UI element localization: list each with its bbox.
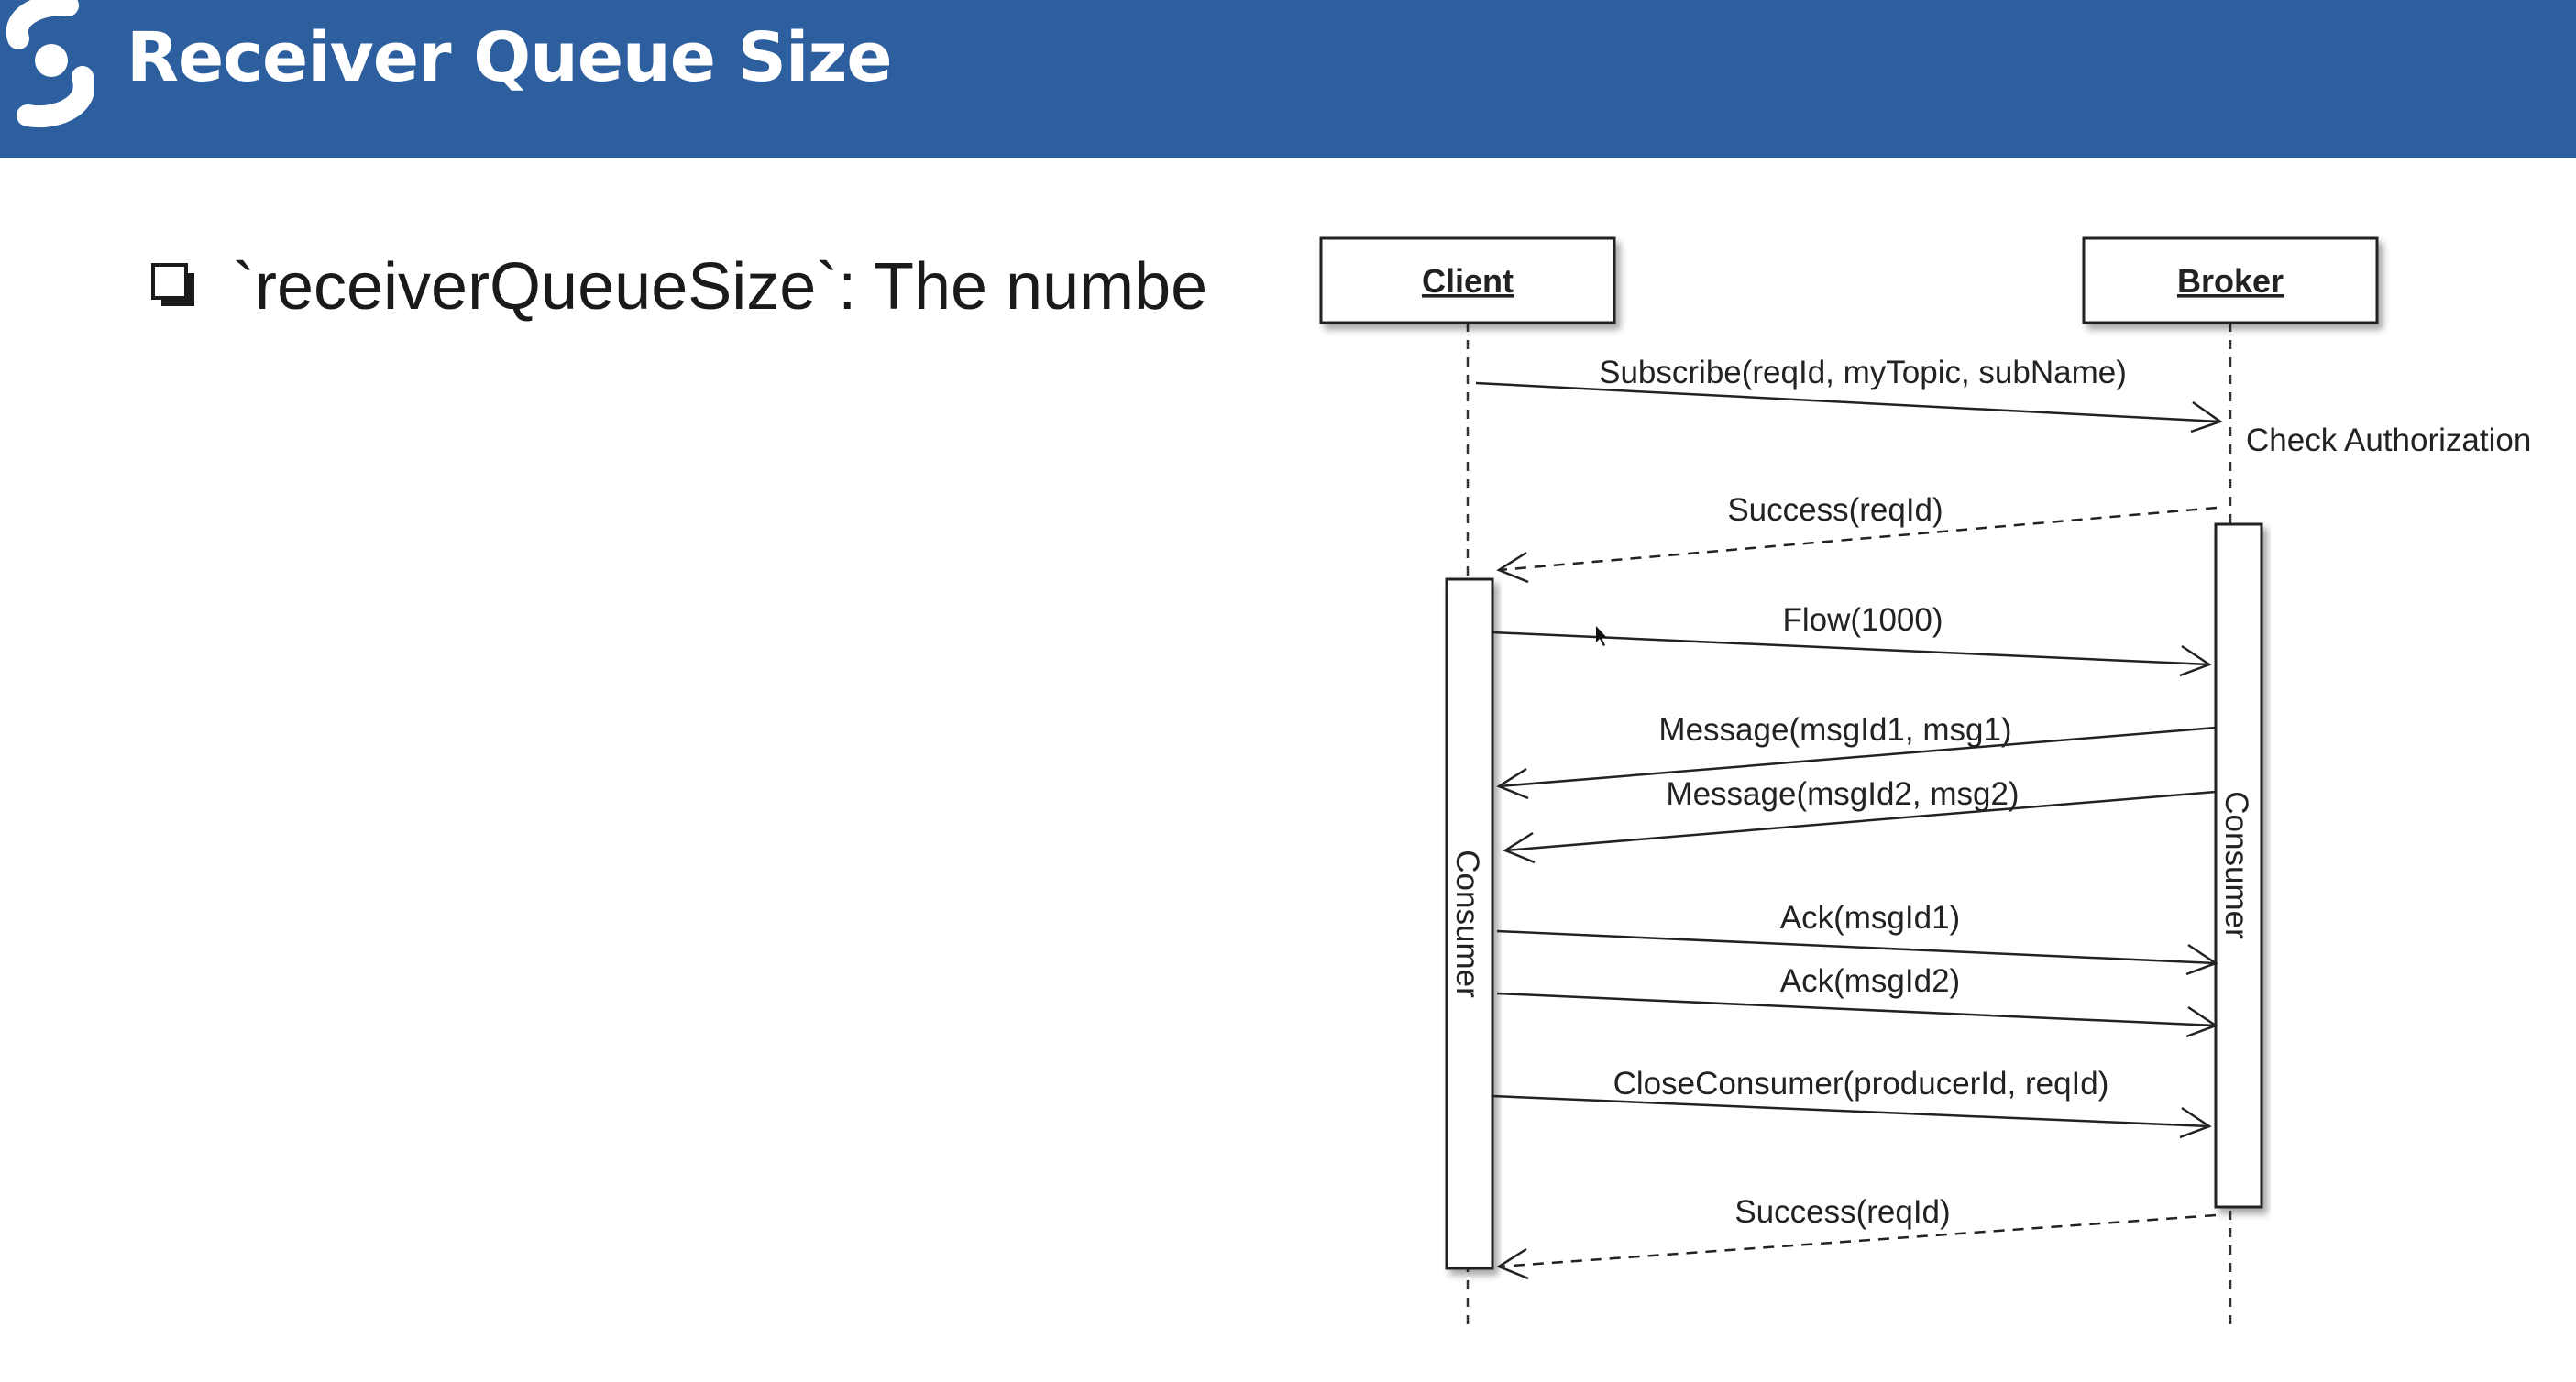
msg-ack-2: Ack(msgId2): [1496, 963, 2218, 1038]
client-activation-label: Consumer: [1449, 850, 1485, 998]
mouse-cursor-icon: [1596, 626, 1607, 646]
checkbox-outline-icon: [151, 263, 194, 306]
msg-message-1-label: Message(msgId1, msg1): [1658, 712, 2011, 748]
msg-close-consumer: CloseConsumer(producerId, reqId): [1492, 1066, 2212, 1139]
msg-success-1: Success(reqId): [1496, 492, 2218, 584]
msg-flow-label: Flow(1000): [1782, 602, 1943, 638]
client-activation: Consumer: [1445, 577, 1494, 1270]
msg-message-1: Message(msgId1, msg1): [1496, 712, 2217, 800]
msg-message-2-label: Message(msgId2, msg2): [1666, 776, 2019, 812]
msg-subscribe-label: Subscribe(reqId, myTopic, subName): [1599, 355, 2127, 390]
client-participant: Client: [1319, 236, 1616, 324]
msg-ack-1-label: Ack(msgId1): [1780, 900, 1960, 936]
msg-success-1-label: Success(reqId): [1727, 492, 1943, 528]
slide-header: Receiver Queue Size: [0, 0, 2576, 158]
msg-ack-1: Ack(msgId1): [1496, 900, 2218, 976]
msg-subscribe: Subscribe(reqId, myTopic, subName): [1475, 355, 2223, 433]
bullet-text: `receiverQueueSize`: The numbe: [233, 250, 1208, 324]
msg-flow: Flow(1000): [1492, 602, 2212, 677]
pulsar-s-logo-icon: [6, 0, 94, 128]
msg-ack-2-label: Ack(msgId2): [1780, 963, 1960, 999]
check-authorization-note: Check Authorization: [2246, 422, 2531, 458]
msg-message-2: Message(msgId2, msg2): [1503, 776, 2217, 864]
client-label: Client: [1422, 262, 1514, 300]
msg-success-2-label: Success(reqId): [1734, 1194, 1950, 1230]
broker-participant: Broker: [2082, 236, 2379, 324]
msg-close-consumer-label: CloseConsumer(producerId, reqId): [1613, 1066, 2109, 1102]
slide-title: Receiver Queue Size: [127, 18, 893, 97]
broker-activation-label: Consumer: [2218, 791, 2254, 939]
broker-label: Broker: [2177, 262, 2284, 300]
msg-success-2: Success(reqId): [1496, 1194, 2217, 1280]
broker-activation: Consumer: [2214, 522, 2263, 1209]
